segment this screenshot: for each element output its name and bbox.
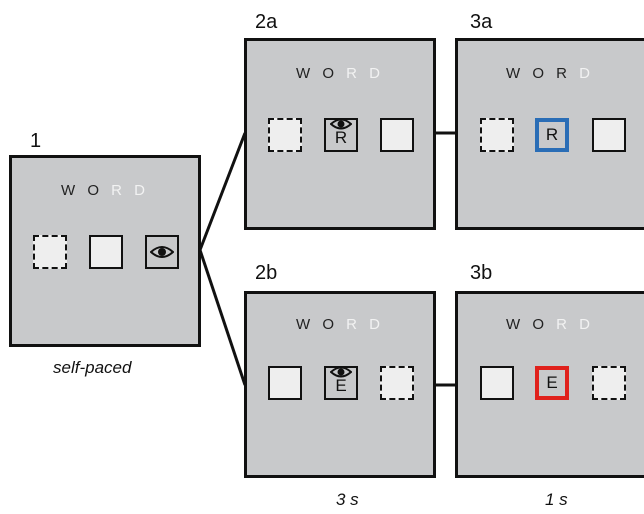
slot-left — [33, 235, 67, 269]
panel-3a: W O R D R — [455, 38, 644, 230]
slot-center-correct: R — [535, 118, 569, 152]
slot-right — [592, 118, 626, 152]
eye-icon — [330, 118, 352, 130]
word-letter-d: D — [579, 65, 595, 82]
word-letter-d: D — [369, 65, 385, 82]
word-letter-w: W — [505, 65, 525, 82]
panel-1-word: W O R D — [12, 182, 198, 199]
caption-1s: 1 s — [545, 490, 568, 509]
connector-1-to-2b — [198, 249, 247, 386]
word-letter-d: D — [579, 316, 595, 333]
slot-right — [145, 235, 179, 269]
word-letter-o: O — [532, 316, 548, 333]
word-letter-w: W — [295, 65, 315, 82]
word-letter-r: R — [346, 65, 361, 82]
slot-letter: R — [334, 128, 348, 147]
panel-2b-label: 2b — [255, 262, 278, 284]
slot-right — [380, 366, 414, 400]
slot-right — [592, 366, 626, 400]
slot-left — [268, 366, 302, 400]
slot-letter: E — [335, 376, 347, 395]
word-letter-o: O — [322, 65, 338, 82]
word-letter-o: O — [87, 182, 103, 199]
slot-center-incorrect: E — [535, 366, 569, 400]
panel-1-label: 1 — [30, 130, 42, 152]
word-letter-w: W — [295, 316, 315, 333]
panel-3b-label: 3b — [470, 262, 493, 284]
word-letter-o: O — [322, 316, 338, 333]
caption-3s: 3 s — [336, 490, 359, 509]
panel-3a-label: 3a — [470, 11, 493, 33]
word-letter-r: R — [346, 316, 361, 333]
word-letter-r: R — [556, 65, 571, 82]
slot-center — [89, 235, 123, 269]
panel-2a-label: 2a — [255, 11, 278, 33]
slot-center: R — [324, 118, 358, 152]
panel-3b-word: W O R D — [458, 316, 642, 333]
panel-2b: W O R D E — [244, 291, 436, 478]
eye-icon — [330, 366, 352, 378]
word-letter-d: D — [134, 182, 150, 199]
word-letter-o: O — [532, 65, 548, 82]
slot-left — [480, 118, 514, 152]
panel-3b: W O R D E — [455, 291, 644, 478]
panel-2b-word: W O R D — [247, 316, 433, 333]
eye-icon — [150, 246, 174, 258]
word-letter-d: D — [369, 316, 385, 333]
panel-2a-word: W O R D — [247, 65, 433, 82]
word-letter-r: R — [111, 182, 126, 199]
caption-self-paced: self-paced — [53, 358, 132, 377]
slot-left — [268, 118, 302, 152]
slot-left — [480, 366, 514, 400]
panel-3a-word: W O R D — [458, 65, 642, 82]
word-letter-r: R — [556, 316, 571, 333]
slot-right — [380, 118, 414, 152]
slot-center: E — [324, 366, 358, 400]
panel-1: W O R D — [9, 155, 201, 347]
connector-1-to-2a — [198, 132, 247, 251]
word-letter-w: W — [505, 316, 525, 333]
panel-2a: W O R D R — [244, 38, 436, 230]
word-letter-w: W — [60, 182, 80, 199]
